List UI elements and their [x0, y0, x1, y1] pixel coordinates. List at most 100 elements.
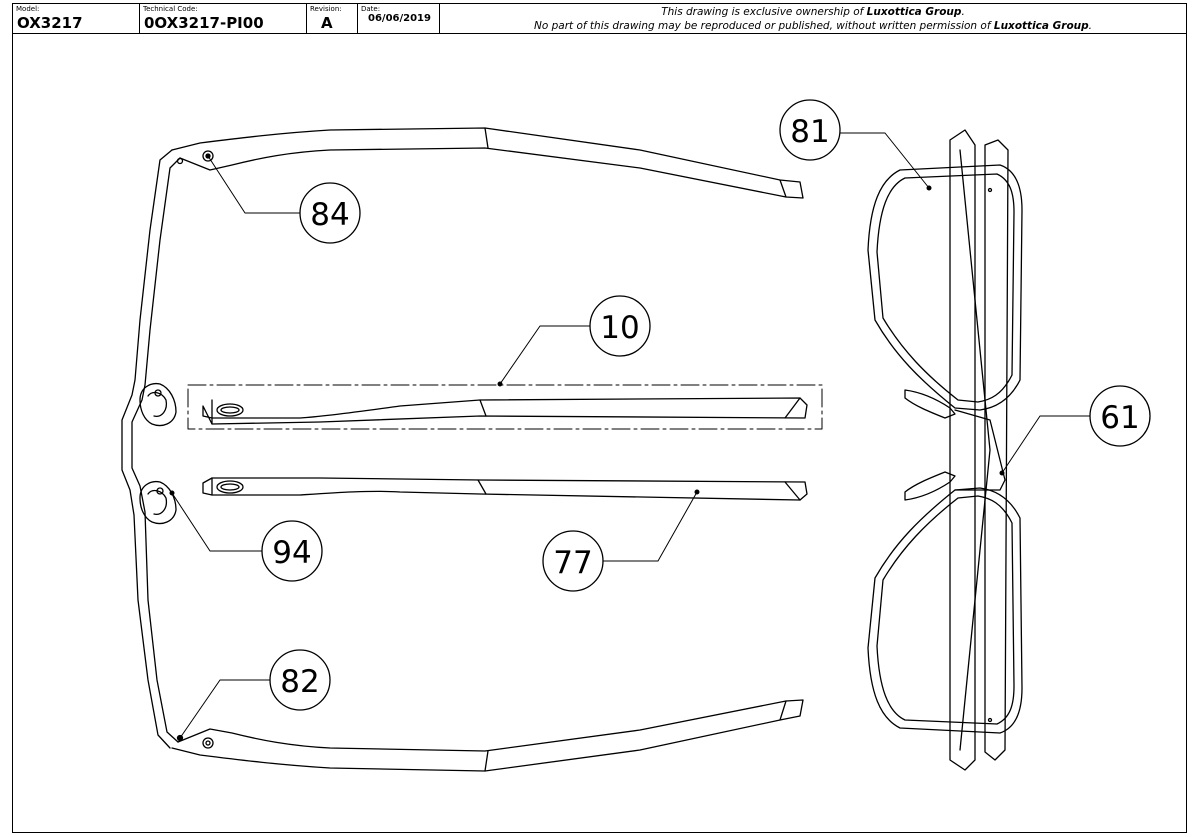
upper-screw [202, 150, 214, 162]
model-cell: Model: OX3217 [13, 4, 140, 33]
leader-10 [499, 325, 591, 385]
side-temple-right [984, 139, 1009, 761]
side-temple-inner-line [959, 149, 991, 751]
leader-84-dot [205, 153, 211, 159]
leader-94 [171, 492, 263, 552]
detail-temple-tip [784, 397, 801, 419]
notice-line-2: No part of this drawing may be reproduce… [534, 19, 1092, 33]
temple-77-tip [784, 481, 801, 501]
date-value: 06/06/2019 [368, 13, 431, 24]
side-nose-pad-upper [904, 389, 956, 419]
callout-94: 94 [261, 520, 323, 582]
leader-82-dot [177, 735, 183, 741]
notice-line-1-company: Luxottica Group [866, 5, 962, 18]
callout-81: 81 [779, 99, 841, 161]
frame-front-view [121, 149, 184, 749]
upper-temple-joint [484, 127, 489, 149]
callout-61: 61 [1089, 385, 1151, 447]
date-cell: Date: 06/06/2019 [358, 4, 440, 33]
model-label: Model: [16, 5, 40, 13]
upper-temple-tip [779, 179, 787, 198]
notice-line-1: This drawing is exclusive ownership of L… [661, 5, 965, 19]
frame-side-view [867, 129, 1023, 771]
title-block: Model: OX3217 Technical Code: 0OX3217-PI… [13, 4, 1186, 34]
callout-82: 82 [269, 649, 331, 711]
lower-screw-head [205, 740, 211, 746]
leader-10-dot [497, 381, 503, 387]
callout-82-circle [269, 649, 331, 711]
temple-77-logo-outer [216, 480, 244, 494]
leader-82 [179, 679, 271, 739]
revision-cell: Revision: A [307, 4, 358, 33]
model-value: OX3217 [17, 14, 83, 32]
leader-61 [1001, 415, 1091, 474]
callout-81-circle [779, 99, 841, 161]
side-temple-left [949, 129, 976, 771]
date-label: Date: [361, 5, 381, 13]
temple-77-joint [477, 479, 487, 495]
notice-line-2-company: Luxottica Group [993, 19, 1089, 32]
technical-code-label: Technical Code: [143, 5, 198, 13]
side-rivet-top [987, 187, 993, 193]
temple-77-logo-inner [220, 483, 240, 491]
callout-84: 84 [299, 182, 361, 244]
nose-pad-upper [139, 382, 177, 427]
nose-pad-lower [139, 480, 177, 525]
lens-lower-inner [876, 495, 1015, 725]
technical-code-value: 0OX3217-PI00 [144, 14, 264, 32]
temple-detail-10 [187, 384, 823, 430]
leader-77 [602, 491, 698, 562]
leader-81-dot [926, 185, 932, 191]
lower-temple-outline [171, 699, 804, 772]
detail-logo-inner [220, 406, 240, 414]
lower-screw [202, 737, 214, 749]
revision-value: A [321, 14, 333, 32]
notice-line-2-end: . [1088, 19, 1092, 32]
callout-10-circle [589, 295, 651, 357]
callout-82-label: 82 [280, 664, 319, 700]
detail-logo-outer [216, 403, 244, 417]
temple-77 [202, 477, 808, 501]
lower-temple-tip [779, 700, 787, 721]
leader-84 [207, 155, 301, 214]
detail-temple-outline [202, 397, 808, 425]
lens-upper-outer [867, 164, 1023, 411]
notice-line-1-end: . [961, 5, 965, 18]
callout-84-circle [299, 182, 361, 244]
side-rivet-bottom [987, 717, 993, 723]
lower-temple [171, 699, 804, 772]
callout-61-circle [1089, 385, 1151, 447]
notice-line-1-text: This drawing is exclusive ownership of [661, 5, 867, 18]
callout-61-label: 61 [1100, 400, 1139, 436]
leader-61-dot [999, 470, 1005, 476]
leader-77-dot [694, 489, 700, 495]
lower-temple-joint [484, 750, 489, 772]
lens-upper-inner [876, 173, 1015, 403]
callout-81-label: 81 [790, 114, 829, 150]
lens-lower-outer [867, 487, 1023, 734]
temple-77-outline [202, 477, 808, 501]
leader-81 [839, 132, 930, 189]
leader-94-dot [169, 490, 175, 496]
technical-code-cell: Technical Code: 0OX3217-PI00 [140, 4, 307, 33]
drawing-sheet: Model: OX3217 Technical Code: 0OX3217-PI… [12, 3, 1187, 833]
temple-detail-boundary [187, 384, 823, 430]
callout-94-circle [261, 520, 323, 582]
callout-10: 10 [589, 295, 651, 357]
callout-77: 77 [542, 530, 604, 592]
upper-temple [171, 127, 804, 199]
callout-10-label: 10 [600, 310, 639, 346]
callout-77-circle [542, 530, 604, 592]
notice-line-2-text: No part of this drawing may be reproduce… [533, 19, 994, 32]
revision-label: Revision: [310, 5, 342, 13]
bridge [954, 409, 1006, 491]
upper-temple-outline [171, 127, 804, 199]
side-nose-pad-lower [904, 471, 956, 501]
callout-77-label: 77 [553, 545, 592, 581]
callout-94-label: 94 [272, 535, 311, 571]
callout-84-label: 84 [310, 197, 349, 233]
detail-temple-joint [479, 399, 487, 417]
frame-outer-edge [121, 149, 173, 749]
frame-inner-edge [131, 157, 181, 743]
